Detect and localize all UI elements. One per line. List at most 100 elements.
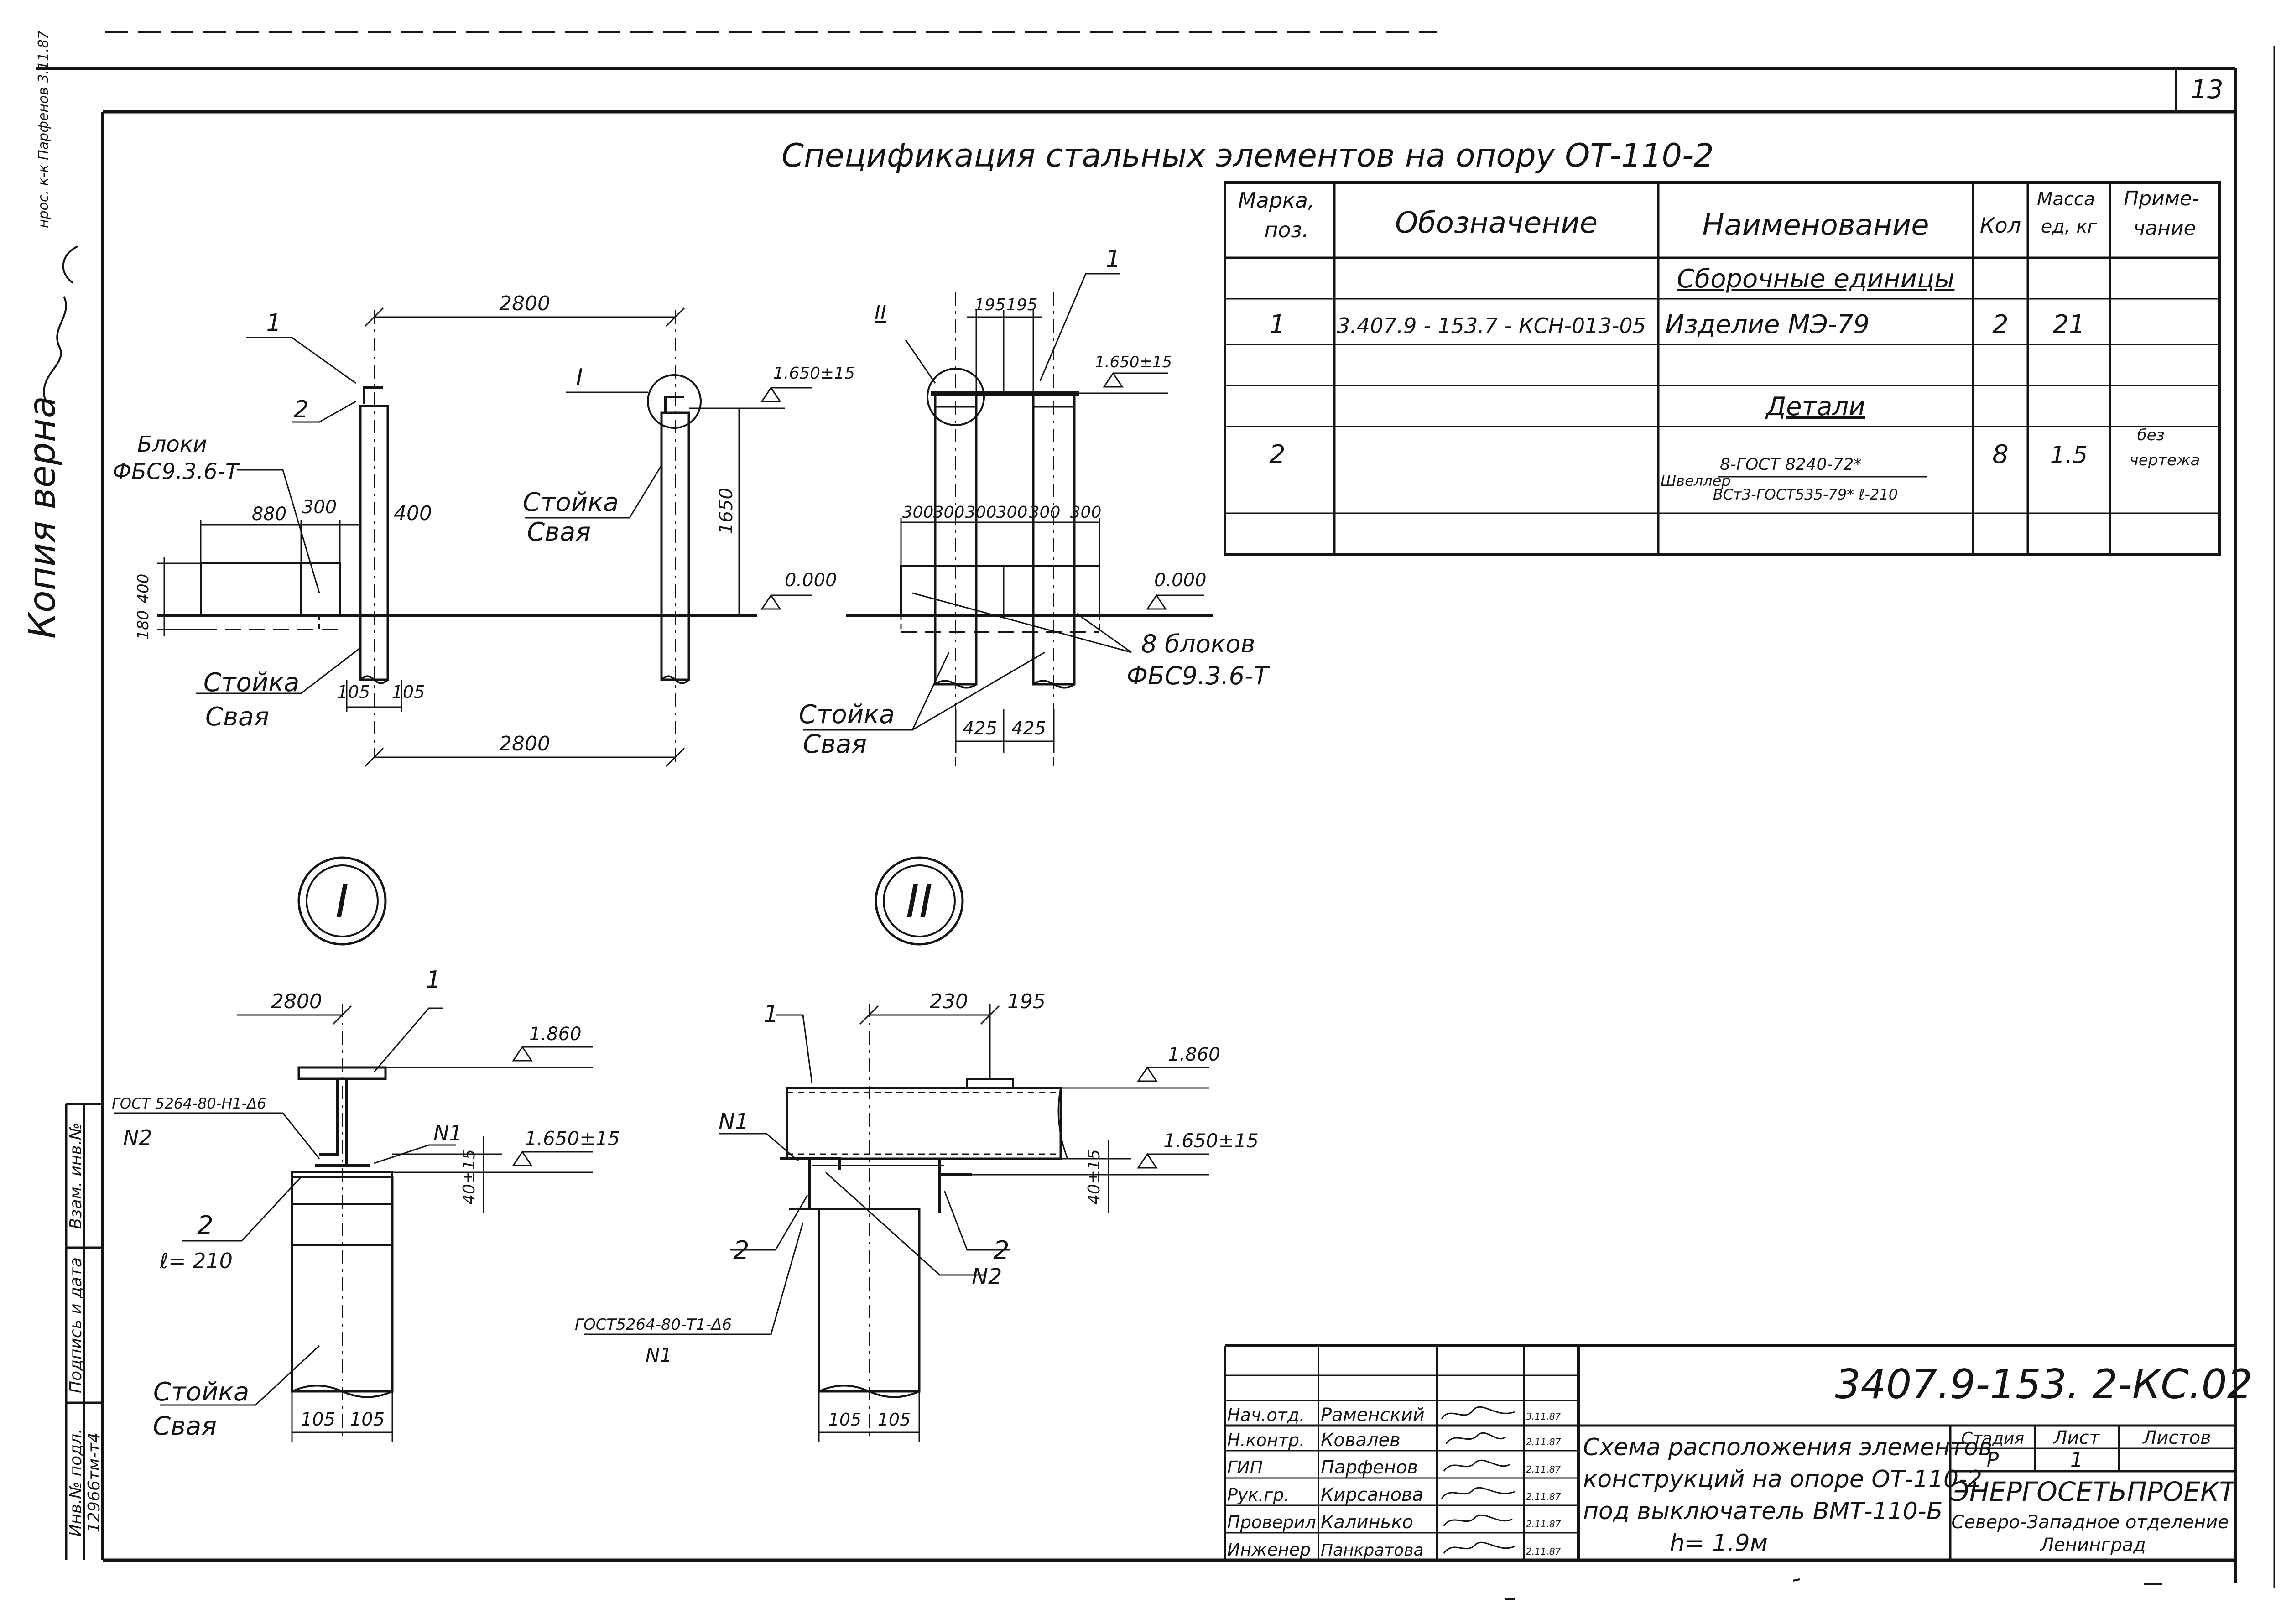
people-date-6: 2.11.87 [1526,1546,1561,1557]
margin-note-copy-verified: Копия верна [21,396,63,639]
people-row-5: Проверил Калинько 2.11.87 [1227,1512,1561,1533]
spec-header-note-l1: Приме- [2124,187,2199,210]
detail-II-elev-1650: 1.650±15 [1163,1130,1259,1152]
detail-II-weld-n1: N1 [646,1344,672,1366]
right-elev-0: 0.000 [1154,570,1207,591]
detail-II-n2: N2 [972,1264,1002,1290]
right-dim-425a: 425 [963,718,997,739]
people-date-5: 2.11.87 [1526,1519,1561,1530]
people-date-1: 3.11.87 [1526,1411,1561,1422]
spec-row2-mass: 1.5 [2050,442,2088,469]
sheet-frame [36,31,2275,1588]
title-org-sub: Северо-Западное отделение Ленинград [1951,1512,2234,1556]
spec-row2-note-l2: чертежа [2130,451,2200,469]
left-dim-bottom: 2800 [499,732,550,755]
spec-header-mark: Марка, поз. [1238,188,1321,242]
title-description-l2: конструкций на опоре ОТ-110-2 [1583,1466,1982,1493]
right-dim-300-1: 300 [902,503,934,522]
spec-row1-mass: 21 [2052,310,2085,339]
spec-row1-name: Изделие МЭ-79 [1665,310,1870,339]
spec-section-parts: Детали [1765,392,1865,422]
people-row-6: Инженер Панкратова 2.11.87 [1227,1540,1561,1560]
people-role-6: Инженер [1227,1540,1311,1560]
detail-II-dim-230: 230 [930,990,968,1013]
left-elev-1650: 1.650±15 [773,364,855,383]
stamp-inv-value: 12966тм-т4 [85,1432,104,1533]
people-date-2: 2.11.87 [1526,1437,1561,1447]
detail-I-callout-1: 1 [426,966,441,994]
right-blocks: 8 блоков ФБС9.3.6-Т [1126,630,1270,690]
people-name-5: Калинько [1321,1512,1413,1533]
detail-I-part-2: 2 [197,1211,214,1240]
stamp-sign-label: Подпись и дата [67,1257,85,1393]
detail-I-n2: N2 [123,1125,152,1150]
detail-I-elev-1650: 1.650±15 [525,1127,620,1150]
spec-section-assembly: Сборочные единицы [1677,264,1955,294]
spec-row2-note: без чертежа [2130,426,2200,469]
right-dim-300-6: 300 [1070,503,1102,522]
left-stoika-2: Стойка Свая [523,488,627,547]
spec-header-mass-l2: ед, кг [2041,216,2098,237]
right-dim-300-3: 300 [965,503,997,522]
people-role-5: Проверил [1227,1512,1316,1532]
spec-row2-name-bottom: ВСт3-ГОСТ535-79* ℓ-210 [1713,486,1898,503]
detail-II-n1: N1 [719,1109,749,1135]
spec-table [1224,181,2221,556]
left-callout-2: 2 [293,396,308,423]
detail-I-dim-40: 40±15 [460,1149,479,1205]
title-description-l1: Схема расположения элементов [1583,1434,1992,1461]
spec-row2-note-l1: без [2137,426,2165,444]
people-name-3: Парфенов [1321,1457,1418,1478]
spec-header-designation: Обозначение [1395,206,1598,240]
people-signature-5 [1443,1514,1513,1526]
title-description-l4: h= 1.9м [1670,1530,1768,1557]
people-role-4: Рук.гр. [1227,1485,1290,1505]
left-stamp [65,1103,103,1560]
left-blocks-label-l2: ФБС9.3.6-Т [113,459,240,484]
detail-II-badge: II [906,874,933,928]
people-date-4: 2.11.87 [1526,1491,1561,1502]
spec-header-qty: Кол [1980,213,2021,238]
detail-I-stoika: Стойка Свая [153,1377,257,1441]
people-role-3: ГИП [1227,1457,1263,1478]
title-stage-value: Р [1987,1448,1999,1472]
detail-I-n1: N1 [433,1121,463,1145]
spec-header-note-l2: чание [2133,217,2196,240]
people-signature-4 [1441,1487,1515,1499]
spec-row2-mark: 2 [1269,440,1286,469]
left-dim-v1650: 1650 [716,488,737,534]
spec-row2-qty: 8 [1992,440,2009,469]
people-date-3: 2.11.87 [1526,1464,1561,1475]
detail-I-dim-105a: 105 [301,1409,335,1430]
right-blocks-l1: 8 блоков [1141,630,1255,658]
right-stoika: Стойка Свая [799,700,903,759]
left-blocks-label: Блоки ФБС9.3.6-Т [113,432,240,484]
left-dim-v400: 400 [134,574,152,604]
margin-signature [43,245,78,402]
title-org-sub-l2: Ленинград [2039,1535,2146,1556]
left-stoika-1: Стойка Свая [203,668,307,732]
detail-I-weld: ГОСТ 5264-80-Н1-Δ6 [112,1095,266,1112]
spec-row2-name-top: 8-ГОСТ 8240-72* [1720,455,1862,474]
left-dim-400: 400 [394,502,432,525]
people-signature-3 [1443,1459,1510,1472]
stamp-inv-label: Инв.№ подл. [67,1429,85,1537]
left-stoika-2-l2: Свая [527,517,591,547]
right-dim-195a: 195 [974,296,1006,314]
spec-header-name: Наименование [1702,208,1929,242]
right-callout-II: II [875,301,886,324]
detail-I-dim-105b: 105 [350,1409,385,1430]
people-row-2: Н.контр. Ковалев 2.11.87 [1227,1430,1561,1451]
left-stoika-1-l2: Свая [205,702,269,732]
right-dim-300-2: 300 [933,503,965,522]
left-blocks-label-l1: Блоки [137,432,207,457]
detail-II-dim-40: 40±15 [1085,1149,1104,1205]
right-dim-195b: 195 [1006,296,1038,314]
spec-header-mass-l1: Масса [2037,189,2095,210]
people-signature-2 [1445,1432,1506,1444]
people-name-2: Ковалев [1321,1430,1401,1451]
title-org-sub-l1: Северо-Западное отделение [1951,1512,2229,1533]
people-name-4: Кирсанова [1321,1484,1423,1505]
left-dim-105a: 105 [337,682,370,702]
detail-II-part-2b: 2 [993,1236,1010,1265]
